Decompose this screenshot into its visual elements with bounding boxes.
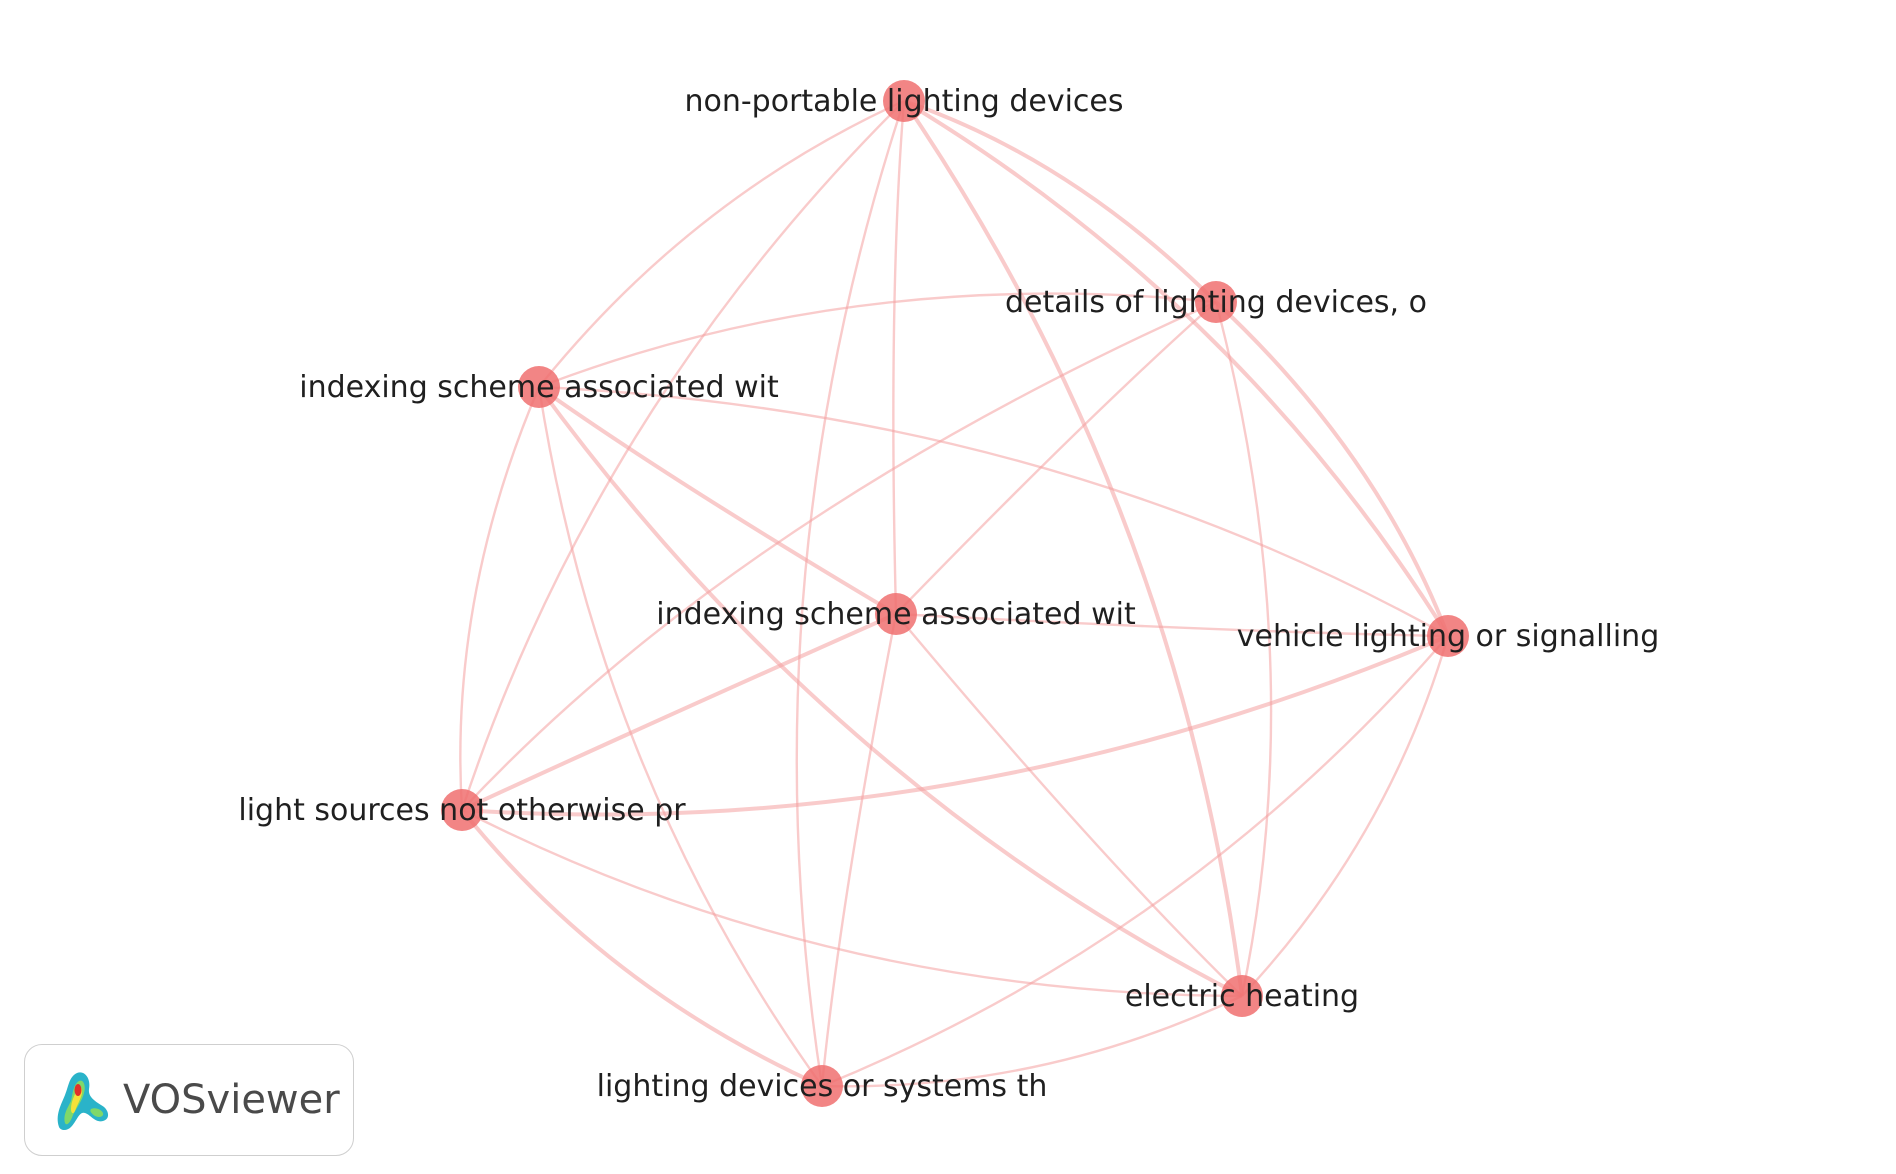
vosviewer-logo: VOSviewer	[24, 1044, 354, 1156]
graph-edge-n1-n4	[892, 100, 906, 615]
graph-edge-n1-n8	[795, 100, 906, 1087]
graph-node-n2[interactable]	[1195, 281, 1237, 323]
graph-edge-n7-n8	[821, 994, 1243, 1088]
graph-edge-n2-n3	[538, 292, 1217, 389]
vosviewer-logo-text: VOSviewer	[123, 1077, 340, 1123]
graph-edge-n4-n7	[895, 613, 1243, 997]
graph-edge-n1-n3	[538, 99, 905, 388]
edge-layer	[459, 99, 1450, 1088]
vosviewer-logo-icon	[57, 1072, 109, 1130]
graph-edge-n1-n6	[460, 100, 905, 811]
graph-edge-n3-n7	[537, 385, 1243, 998]
graph-edge-n1-n2	[903, 99, 1218, 304]
graph-node-n3[interactable]	[518, 366, 560, 408]
graph-edge-n6-n8	[460, 808, 823, 1088]
graph-edge-n4-n5	[895, 612, 1449, 638]
graph-node-n1[interactable]	[883, 80, 925, 122]
graph-edge-n2-n6	[461, 300, 1217, 811]
graph-node-label-n7: electric heating	[1125, 979, 1359, 1014]
graph-node-n4[interactable]	[875, 593, 917, 635]
graph-node-label-n8: lighting devices or systems th	[597, 1069, 1048, 1104]
graph-edge-n2-n7	[1214, 301, 1273, 997]
graph-edge-n3-n6	[459, 386, 541, 811]
graph-edge-n4-n8	[820, 613, 898, 1087]
node-layer	[441, 80, 1469, 1107]
graph-edge-n3-n8	[537, 386, 823, 1087]
graph-edge-n6-n7	[461, 808, 1243, 998]
graph-node-label-n2: details of lighting devices, o	[1005, 285, 1427, 320]
graph-edge-n1-n5	[902, 99, 1450, 638]
graph-node-label-n4: indexing scheme associated wit	[656, 597, 1136, 632]
graph-node-label-n5: vehicle lighting or signalling	[1237, 619, 1660, 654]
graph-edge-n3-n5	[538, 385, 1449, 638]
graph-node-n8[interactable]	[801, 1065, 843, 1107]
graph-node-n6[interactable]	[441, 789, 483, 831]
graph-edge-n5-n8	[821, 635, 1449, 1088]
label-layer: non-portable lighting devices details of …	[238, 84, 1659, 1104]
graph-edge-n1-n7	[902, 99, 1244, 997]
graph-node-n7[interactable]	[1221, 975, 1263, 1017]
graph-edge-n5-n7	[1241, 635, 1450, 997]
graph-edge-n4-n6	[461, 612, 897, 812]
graph-node-label-n6: light sources not otherwise pr	[238, 793, 686, 828]
graph-edge-n2-n4	[895, 301, 1217, 615]
graph-node-label-n1: non-portable lighting devices	[684, 84, 1123, 119]
graph-edge-n5-n6	[461, 634, 1449, 817]
graph-node-label-n3: indexing scheme associated wit	[299, 370, 779, 405]
graph-edge-n2-n5	[1214, 300, 1450, 637]
graph-edge-n3-n4	[537, 385, 898, 616]
graph-node-n5[interactable]	[1427, 615, 1469, 657]
